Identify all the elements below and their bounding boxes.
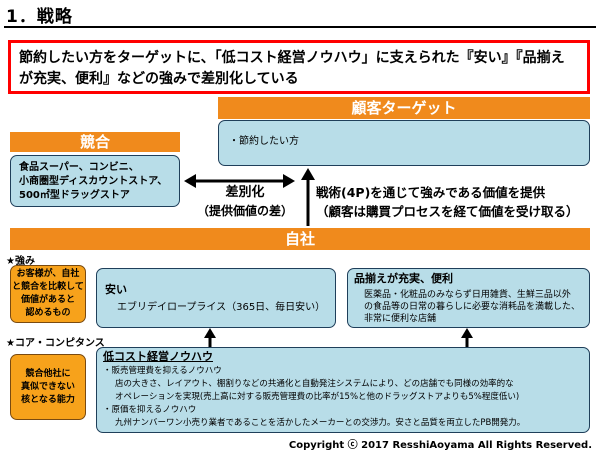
strengths-side-line-1: お客様が、自社 bbox=[16, 269, 80, 279]
target-item: ・節約したい方 bbox=[229, 136, 299, 147]
competition-box: 食品スーパー、コンビニ、 小商圏型ディスカウントストア、 500㎡型ドラッグスト… bbox=[10, 155, 180, 207]
summary-line-2: が充実、便利』などの強みで差別化している bbox=[19, 71, 299, 87]
competition-line-3: 500㎡型ドラッグストア bbox=[19, 190, 130, 201]
target-box: ・節約したい方 bbox=[218, 120, 590, 166]
core-title: 低コスト経営ノウハウ bbox=[103, 350, 213, 363]
core-side-line-3: 核となる能力 bbox=[21, 394, 75, 405]
strengths-side-box: お客様が、自社 と競合を比較して 価値があると 認めるもの bbox=[10, 265, 86, 323]
core-line-5: 九州ナンバーワン小売り業者であることを活かしたメーカーとの交渉力。安さと品質を両… bbox=[115, 418, 526, 428]
core-side-line-2: 真似できない bbox=[20, 381, 75, 392]
cheap-title: 安い bbox=[105, 283, 127, 296]
assortment-line-3: 非常に便利な店舗 bbox=[364, 314, 437, 324]
strengths-label: ★強み bbox=[6, 256, 35, 267]
differentiation-sub: （提供価値の差） bbox=[196, 204, 293, 218]
up-arrow-left-icon bbox=[204, 328, 216, 347]
summary-line-1: 節約したい方をターゲットに、「低コスト経営ノウハウ」に支えられた『安い』『品揃え bbox=[19, 50, 565, 66]
core-side-line-1: 競合他社に bbox=[25, 368, 71, 379]
assortment-box: 品揃えが充実、便利 医薬品・化粧品のみならず日用雑貨、生鮮三品以外 の食品等の日… bbox=[347, 268, 590, 328]
summary-box: 節約したい方をターゲットに、「低コスト経営ノウハウ」に支えられた『安い』『品揃え… bbox=[8, 40, 590, 94]
cheap-box: 安い エブリデイロープライス（365日、毎日安い） bbox=[96, 268, 336, 328]
strengths-side-line-3: 価値があると bbox=[20, 295, 75, 305]
core-line-1: ・販売管理費を抑えるノウハウ bbox=[103, 366, 222, 376]
cheap-body: エブリデイロープライス（365日、毎日安い） bbox=[117, 302, 326, 313]
core-side-box: 競合他社に 真似できない 核となる能力 bbox=[10, 354, 86, 420]
up-arrow-right-icon bbox=[461, 328, 473, 347]
strengths-side-line-4: 認めるもの bbox=[25, 308, 71, 318]
competition-line-2: 小商圏型ディスカウントストア、 bbox=[19, 176, 168, 187]
page-title: 1．戦略 bbox=[6, 7, 73, 27]
target-header: 顧客ターゲット bbox=[218, 97, 590, 119]
competition-header: 競合 bbox=[10, 132, 180, 152]
strengths-side-line-2: と競合を比較して bbox=[12, 282, 84, 292]
core-line-4: ・原価を抑えるノウハウ bbox=[103, 405, 197, 415]
tactics-line-2: （顧客は購買プロセスを経て価値を受け取る） bbox=[316, 204, 579, 219]
double-arrow-icon bbox=[184, 174, 295, 188]
core-label: ★コア・コンピタンス bbox=[6, 338, 105, 349]
competition-line-1: 食品スーパー、コンビニ、 bbox=[19, 162, 139, 173]
company-header: 自社 bbox=[10, 228, 590, 250]
differentiation-title: 差別化 bbox=[225, 185, 265, 200]
assortment-line-1: 医薬品・化粧品のみならず日用雑貨、生鮮三品以外 bbox=[364, 290, 571, 300]
core-line-2: 店の大きさ、レイアウト、棚割りなどの共通化と自動発注システムにより、どの店舗でも… bbox=[115, 379, 514, 389]
tactics-line-1: 戦術(4P)を通じて強みである価値を提供 bbox=[316, 185, 546, 200]
up-arrow-icon bbox=[301, 168, 315, 226]
assortment-title: 品揃えが充実、便利 bbox=[354, 272, 453, 285]
core-box: 低コスト経営ノウハウ ・販売管理費を抑えるノウハウ 店の大きさ、レイアウト、棚割… bbox=[96, 347, 590, 433]
core-line-3: オペレーションを実現(売上高に対する販売管理費の比率が15%と他のドラッグストア… bbox=[115, 392, 520, 402]
copyright-text: Copyright ⓒ 2017 ResshiAoyama All Rights… bbox=[288, 440, 592, 451]
assortment-line-2: の食品等の日常の暮らしに必要な消耗品を満載した、 bbox=[364, 302, 581, 312]
title-underline bbox=[4, 26, 596, 28]
